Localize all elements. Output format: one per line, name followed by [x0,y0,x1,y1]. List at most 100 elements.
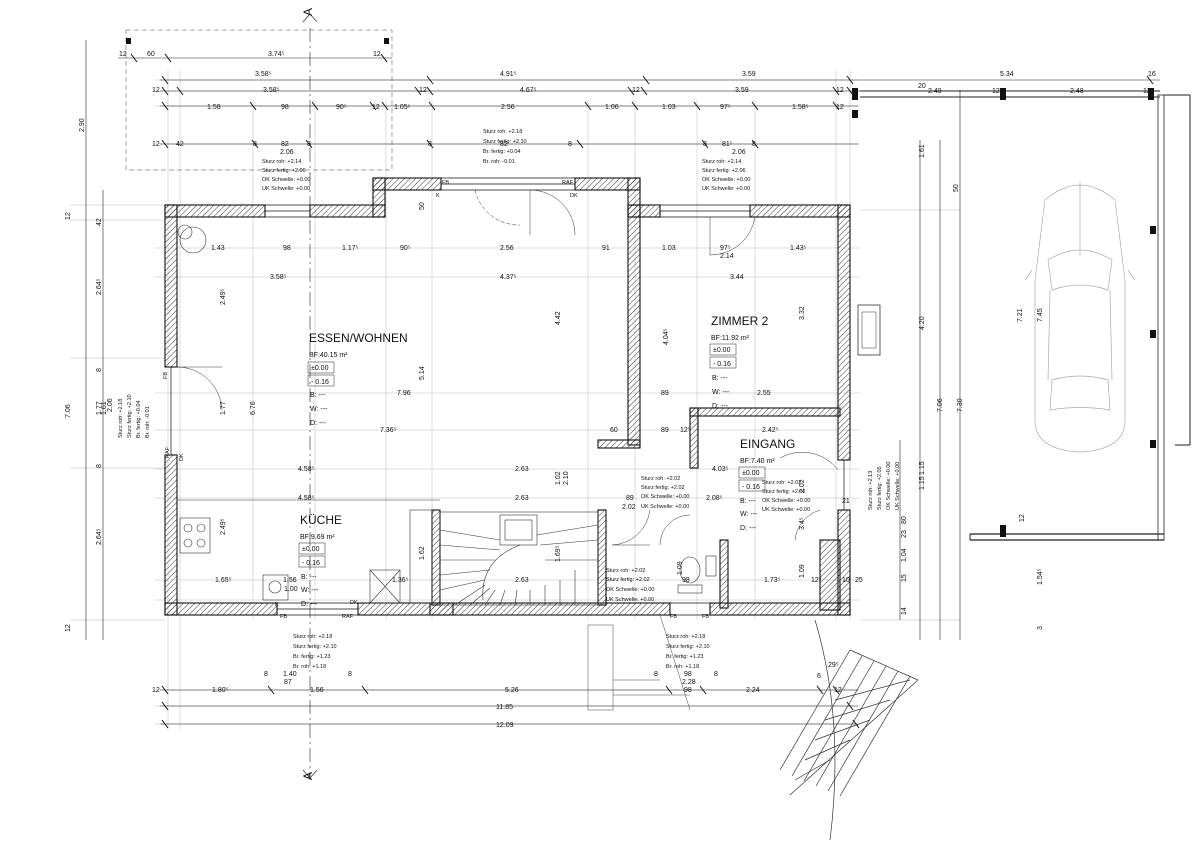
dim-label: 8 [568,141,572,148]
dim-label: 10 [842,577,850,584]
dim-label: 1.17⁵ [342,245,359,252]
dim-label: 2.49⁵ [220,518,227,535]
lintel-line: Sturz fertig: +2.05 [877,466,883,510]
dim-label: 8 [264,671,268,678]
dim-label: 16 [1148,71,1156,78]
dim-label: 98 [283,245,291,252]
lintel-line: UK Schwelle: +0.00 [895,462,901,510]
dim-label: 1.54⁵ [1037,568,1044,585]
room-level-2: - 0.16 [302,560,320,567]
dim-label: 89 [626,495,634,502]
lintel-line: OK Schwelle: +0.00 [762,498,810,504]
entrance-area [587,614,691,711]
lintel-line: OK Schwelle: +0.00 [702,177,750,183]
room-name: EINGANG [740,437,795,451]
lintel-right-vertical: Sturz roh: +2.13 Sturz fertig: +2.05 OK … [868,462,901,510]
room-level-2: - 0.16 [742,484,760,491]
room-d: D: --- [301,601,318,608]
room-zimmer-2: ZIMMER 2 BF:11.92 m² ±0.00 - 0.16 B: ---… [709,314,769,410]
dim-label: 12 [373,51,381,58]
dim-label: 1.58 [207,104,221,111]
dim-label: 8 [654,671,658,678]
dim-label: 1.04 [901,548,908,562]
door-k: K [436,193,440,199]
dim-label: 90⁵ [336,104,347,111]
dim-label: 1.15 [919,476,926,490]
room-name: KÜCHE [300,513,342,527]
dim-label: 4.37⁵ [500,274,517,281]
lintel-line: Sturz fertig: +2.10 [293,644,337,650]
dim-label: 87 [284,679,292,686]
dim-label: 2.06 [107,398,114,412]
lintel-line: Sturz roh: +2.18 [118,399,124,438]
carport-posts [852,88,1156,537]
dim-label: 3.32 [799,306,806,320]
room-level-1: ±0.00 [713,347,731,354]
dim-label: 2.49⁵ [220,288,227,305]
dim-label: 1.56 [283,577,297,584]
lintel-line: Sturz roh: +2.02 [606,568,645,574]
dim-label: 1.77 [96,401,103,415]
door-fb: FB [280,614,287,620]
dim-label: 2.64⁵ [96,528,103,545]
dim-label: 12⁵ [680,427,691,434]
dim-label: 6.76 [250,401,257,415]
upper-bay-outline [125,29,393,171]
dim-label: 12 [632,87,640,94]
dim-label: 82 [500,141,508,148]
lintel-line: Br. fertig: +1.23 [293,654,330,660]
dim-label: 12 [65,624,72,632]
lintel-line: Sturz fertig: +2.06 [702,168,746,174]
dim-label: 15 [901,574,908,582]
lintel-line: OK Schwelle: +0.00 [641,494,689,500]
dim-label: 98 [684,671,692,678]
dim-label: 12.09 [496,722,514,729]
dim-label: 8 [703,141,707,148]
dim-label: 2.28 [682,679,696,686]
room-area: BF:7.40 m² [740,458,775,465]
dim-label: 89 [661,427,669,434]
dim-label: 50 [419,202,426,210]
lintel-line: Br. roh: +1.18 [293,664,326,670]
dim-label: 12 [372,104,380,111]
dim-label: 12 [419,87,427,94]
dim-label: 89 [661,390,669,397]
dim-label: 7.96 [397,390,411,397]
room-level-1: ±0.00 [742,470,760,477]
dim-label: 2.10 [563,471,570,485]
lintel-line: Sturz fertig: +2.10 [127,394,133,438]
lintel-line: Br. roh: +1.18 [666,664,699,670]
dimension-lines [85,40,1160,725]
lintel-line: Sturz fertig: +2.02 [641,485,685,491]
lintel-line: Br. roh: -0.01 [145,406,151,438]
dim-label: 3.59 [735,87,749,94]
dim-label: 60 [147,51,155,58]
dim-label: 2.48 [1070,88,1084,95]
dims-bottom: 8 1.40 8 87 8 98 8 12 1.80⁵ 1.56 5.26 98… [152,662,842,729]
lintel-line: Sturz roh: +2.02 [641,476,680,482]
dim-label: 2.06 [280,149,294,156]
lintel-top-right: Sturz roh: +2.14 Sturz fertig: +2.06 OK … [702,159,750,192]
dim-label: 2.64⁵ [96,278,103,295]
dim-label: 1.00 [284,586,298,593]
dim-label: 1.73⁵ [764,577,781,584]
dim-label: 2.02 [799,479,806,493]
dim-label: 12 [1143,88,1151,95]
room-d: D: --- [310,420,327,427]
dim-label: 2.63 [515,466,529,473]
carport [860,90,1191,541]
room-b: B: --- [301,574,317,581]
outdoor-stairs [779,619,919,841]
dim-label: 7.36⁵ [380,427,397,434]
dim-label: 4.03⁵ [712,466,729,473]
lintel-top-left: Sturz roh: +2.14 Sturz fertig: +2.06 OK … [262,159,310,192]
dim-label: 4.58⁵ [298,466,315,473]
lintel-line: OK Schwelle: +0.00 [886,462,892,510]
dim-label: 1.43 [211,245,225,252]
dim-label: 1.56 [310,687,324,694]
dim-label: 12 [152,141,160,148]
section-line [302,13,318,780]
dim-label: 1.61 [919,144,926,158]
dim-label: 97⁵ [720,245,731,252]
dim-label: 11.85 [496,704,513,711]
